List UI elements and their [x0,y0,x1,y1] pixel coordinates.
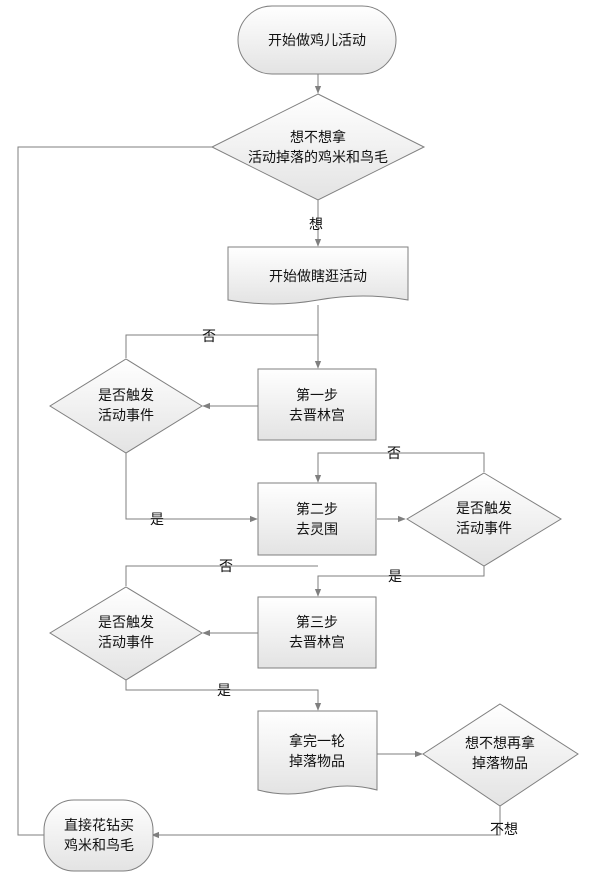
check3-line1: 是否触发 [98,615,154,631]
step1-line1: 第一步 [296,387,338,404]
step1-line2: 去晋林宫 [289,408,345,424]
buy-line1: 直接花钻买 [64,817,134,834]
start-main-label: 开始做瞎逛活动 [269,269,367,285]
check1-line1: 是否触发 [98,388,154,404]
step3-node: 第三步 去晋林宫 [257,596,377,669]
label-not-want: 不想 [490,822,518,838]
label-yes1: 是 [150,512,164,528]
step3-line2: 去晋林宫 [289,635,345,651]
want-drop-decision: 想不想拿 活动掉落的鸡米和鸟毛 [210,93,426,201]
start-node: 开始做鸡儿活动 [237,5,397,75]
step2-node: 第二步 去灵围 [257,482,377,556]
check2-line2: 活动事件 [456,521,512,537]
edge-check3-yes [125,680,322,711]
buy-node: 直接花钻买 鸡米和鸟毛 [43,799,154,872]
want-drop-line2: 活动掉落的鸡米和鸟毛 [248,149,388,166]
collect-line2: 掉落物品 [289,754,345,770]
want-drop-line1: 想不想拿 [290,129,346,146]
label-no2: 否 [387,446,401,462]
check2-decision: 是否触发 活动事件 [406,472,562,567]
edge-check2-yes [314,566,485,597]
check1-line2: 活动事件 [98,408,154,424]
collect-line1: 拿完一轮 [289,733,345,750]
again-line2: 掉落物品 [472,756,528,772]
step2-line1: 第二步 [296,501,338,518]
collect-node: 拿完一轮 掉落物品 [257,710,378,795]
step2-line2: 去灵围 [296,522,338,538]
edges [17,74,501,839]
check2-line1: 是否触发 [456,501,512,517]
edge-not-want [151,806,501,839]
again-decision: 想不想再拿 掉落物品 [422,703,579,807]
label-yes2: 是 [388,569,402,585]
edge-check1-no [125,334,318,358]
edge-check3-no [125,565,318,586]
check1-decision: 是否触发 活动事件 [49,358,203,454]
edge-check1-yes [125,453,258,523]
step3-line1: 第三步 [296,614,338,631]
label-yes3: 是 [217,683,231,699]
start-main-node: 开始做瞎逛活动 [227,246,409,305]
edge-labels: 想 否 是 否 是 否 是 不想 [150,217,518,838]
step1-node: 第一步 去晋林宫 [257,368,377,441]
label-no1: 否 [202,329,216,345]
start-label: 开始做鸡儿活动 [268,32,366,49]
edge-check2-no [314,452,485,483]
check3-line2: 活动事件 [98,635,154,651]
buy-line2: 鸡米和鸟毛 [64,837,134,854]
label-no3: 否 [219,559,233,575]
label-want: 想 [309,217,323,233]
check3-decision: 是否触发 活动事件 [49,586,203,681]
edge-want-drop-to-buy [17,146,212,839]
again-line1: 想不想再拿 [465,735,535,752]
